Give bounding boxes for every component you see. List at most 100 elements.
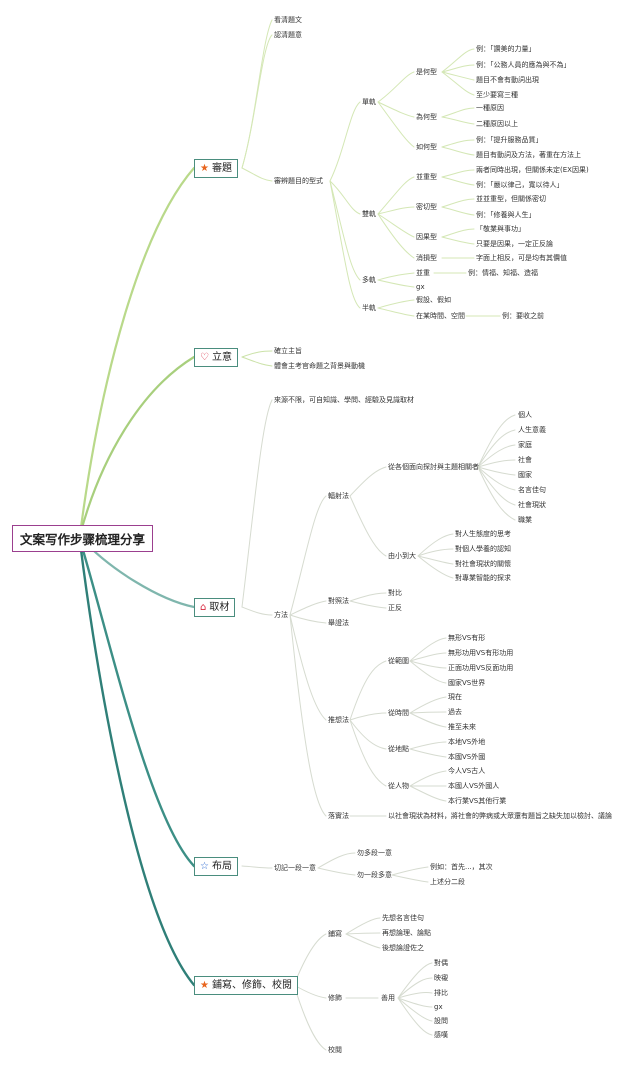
node[interactable]: 二種原因以上 (476, 120, 518, 128)
root-node[interactable]: 文案写作步骤梳理分享 (12, 525, 154, 552)
node[interactable]: 先想名言佳句 (382, 914, 424, 922)
branch-node-buju[interactable]: ☆ 布局 (194, 857, 238, 876)
node[interactable]: 例：情福、知福、造福 (468, 269, 538, 277)
node[interactable]: 舉證法 (328, 619, 349, 627)
node[interactable]: 並重 (416, 269, 430, 277)
node[interactable]: 本國人VS外國人 (448, 782, 500, 790)
node[interactable]: 並重型 (416, 173, 437, 181)
node[interactable]: 對個人學養的認知 (455, 545, 511, 553)
node[interactable]: 例：「嚴以律己，寬以待人」 (476, 181, 564, 189)
node[interactable]: 正反 (388, 604, 402, 612)
node[interactable]: 本國VS外國 (448, 753, 486, 761)
node[interactable]: 認清題意 (274, 31, 302, 39)
node[interactable]: 對社會現狀的關懷 (455, 560, 511, 568)
node[interactable]: 例：要收之前 (502, 312, 544, 320)
node[interactable]: 善用 (381, 994, 395, 1002)
node[interactable]: 由小到大 (388, 552, 416, 560)
node[interactable]: 輻射法 (328, 492, 349, 500)
node[interactable]: 感嘆 (434, 1031, 448, 1039)
node[interactable]: 例：「提升服務品質」 (476, 136, 543, 144)
node[interactable]: 國家VS世界 (448, 679, 486, 687)
node[interactable]: 消損型 (416, 254, 437, 262)
node[interactable]: 推想法 (328, 716, 349, 724)
node[interactable]: 對比 (388, 589, 402, 597)
node[interactable]: 勿多段一意 (357, 849, 392, 857)
node[interactable]: 在某時間、空間 (416, 312, 465, 320)
branch-node-qucai[interactable]: ⌂ 取材 (194, 598, 236, 617)
node[interactable]: 校閱 (328, 1046, 342, 1054)
node[interactable]: 字面上相反，可是均有其價值 (476, 254, 567, 262)
node[interactable]: 單軌 (362, 98, 376, 106)
node[interactable]: 題目不會有動詞出現 (476, 76, 539, 84)
node[interactable]: 修飾 (328, 994, 342, 1002)
node[interactable]: 職業 (518, 516, 532, 524)
node[interactable]: 從時間 (388, 709, 409, 717)
node[interactable]: 半軌 (362, 304, 376, 312)
node[interactable]: 鋪寫 (328, 930, 342, 938)
node[interactable]: 例如：首先...，其次 (430, 863, 493, 871)
node[interactable]: 假設、假如 (416, 296, 451, 304)
node[interactable]: 例：「修養與人生」 (476, 211, 536, 219)
node[interactable]: 推至未來 (448, 723, 476, 731)
branch-node-liyi[interactable]: ♡ 立意 (194, 348, 238, 367)
node[interactable]: 今人VS古人 (448, 767, 486, 775)
node[interactable]: gx (434, 1003, 443, 1011)
node[interactable]: 無形功用VS有形功用 (448, 649, 514, 657)
node[interactable]: 國家 (518, 471, 532, 479)
node[interactable]: 正面功用VS反面功用 (448, 664, 514, 672)
node[interactable]: 一種原因 (476, 104, 504, 112)
node[interactable]: 社會 (518, 456, 532, 464)
node[interactable]: 至少要寫三種 (476, 91, 518, 99)
node[interactable]: 因果型 (416, 233, 437, 241)
node[interactable]: 只要是因果，一定正反論 (476, 240, 553, 248)
node[interactable]: 對照法 (328, 597, 349, 605)
node[interactable]: 多軌 (362, 276, 376, 284)
node[interactable]: 本地VS外地 (448, 738, 486, 746)
node[interactable]: 以社會現狀為材料，將社會的弊病或大眾還有題旨之缺失加以檢討、議論 (388, 812, 612, 820)
node[interactable]: 是何型 (416, 68, 437, 76)
node[interactable]: 來源不限，可自知識、學問、經驗及見識取材 (274, 396, 414, 404)
node[interactable]: 本行業VS其他行業 (448, 797, 507, 805)
node[interactable]: 題目有動詞及方法，著重在方法上 (476, 151, 581, 159)
node[interactable]: 排比 (434, 989, 448, 997)
node[interactable]: 後想論證佐之 (382, 944, 424, 952)
node[interactable]: 現在 (448, 693, 462, 701)
node[interactable]: 個人 (518, 411, 532, 419)
node[interactable]: 密切型 (416, 203, 437, 211)
node[interactable]: 切記一段一意 (274, 864, 316, 872)
node[interactable]: 再想論理、論點 (382, 929, 431, 937)
node[interactable]: 並並重型，但關係密切 (476, 195, 546, 203)
node[interactable]: 對專業智能的探求 (455, 574, 511, 582)
node[interactable]: 體會主考官命題之背景與動機 (274, 362, 365, 370)
node[interactable]: 人生意義 (518, 426, 546, 434)
node[interactable]: 上述分二段 (430, 878, 465, 886)
node[interactable]: 雙軌 (362, 210, 376, 218)
node[interactable]: 勿一段多意 (357, 871, 392, 879)
node[interactable]: 映襯 (434, 974, 448, 982)
node[interactable]: 例：「公務人員的應為與不為」 (476, 61, 571, 69)
branch-node-shenti[interactable]: ★ 審題 (194, 159, 238, 178)
node[interactable]: 從範圍 (388, 657, 409, 665)
node[interactable]: 落實法 (328, 812, 349, 820)
node[interactable]: 兩者同時出現，但關係未定(EX因果) (476, 166, 589, 174)
node[interactable]: 無形VS有形 (448, 634, 486, 642)
node[interactable]: 審辨題目的型式 (274, 177, 323, 185)
node[interactable]: 方法 (274, 611, 288, 619)
node[interactable]: 從人物 (388, 782, 409, 790)
node[interactable]: 設問 (434, 1017, 448, 1025)
node[interactable]: 從各個面向探討與主題相關者 (388, 463, 479, 471)
node[interactable]: 為何型 (416, 113, 437, 121)
node[interactable]: 「敬業與事功」 (476, 225, 525, 233)
node[interactable]: 對人生態度的思考 (455, 530, 511, 538)
node[interactable]: 確立主旨 (274, 347, 302, 355)
node[interactable]: 家庭 (518, 441, 532, 449)
node[interactable]: 看清題文 (274, 16, 302, 24)
node[interactable]: 名言佳句 (518, 486, 546, 494)
node[interactable]: 過去 (448, 708, 462, 716)
node[interactable]: 社會現狀 (518, 501, 546, 509)
branch-node-puxie[interactable]: ★ 鋪寫、修飾、校閱 (194, 976, 298, 995)
node[interactable]: gx (416, 283, 425, 291)
node[interactable]: 從地點 (388, 745, 409, 753)
node[interactable]: 對偶 (434, 959, 448, 967)
node[interactable]: 如何型 (416, 143, 437, 151)
